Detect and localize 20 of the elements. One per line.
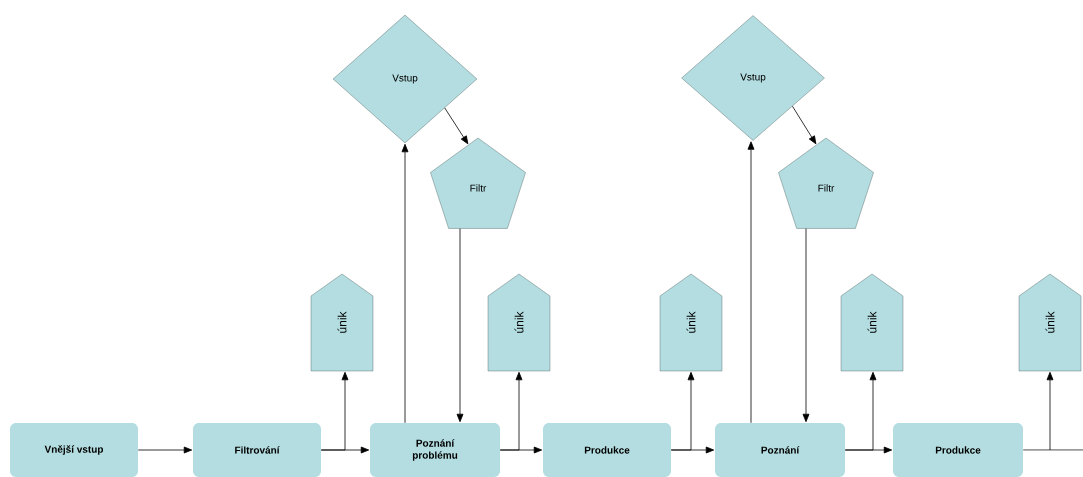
arrow [499, 371, 523, 451]
arrow [670, 371, 695, 451]
arrow [320, 371, 349, 451]
arrow [444, 107, 469, 145]
process-box: Vnější vstup [10, 423, 138, 477]
process-box: Filtrování [193, 423, 321, 477]
arrow [456, 228, 464, 423]
process-box: Produkce [893, 423, 1023, 477]
arrow [401, 143, 409, 424]
arrow [747, 141, 755, 424]
filter-pentagon: Filtr [430, 137, 526, 229]
process-box: Produkce [543, 423, 671, 477]
arrow [137, 446, 193, 454]
arrow [844, 371, 877, 451]
process-box: Poznání problému [370, 423, 500, 477]
arrow [1022, 371, 1083, 451]
arrow [792, 105, 817, 145]
arrow [802, 228, 810, 423]
process-box: Poznání [715, 423, 845, 477]
filter-pentagon: Filtr [778, 137, 874, 229]
